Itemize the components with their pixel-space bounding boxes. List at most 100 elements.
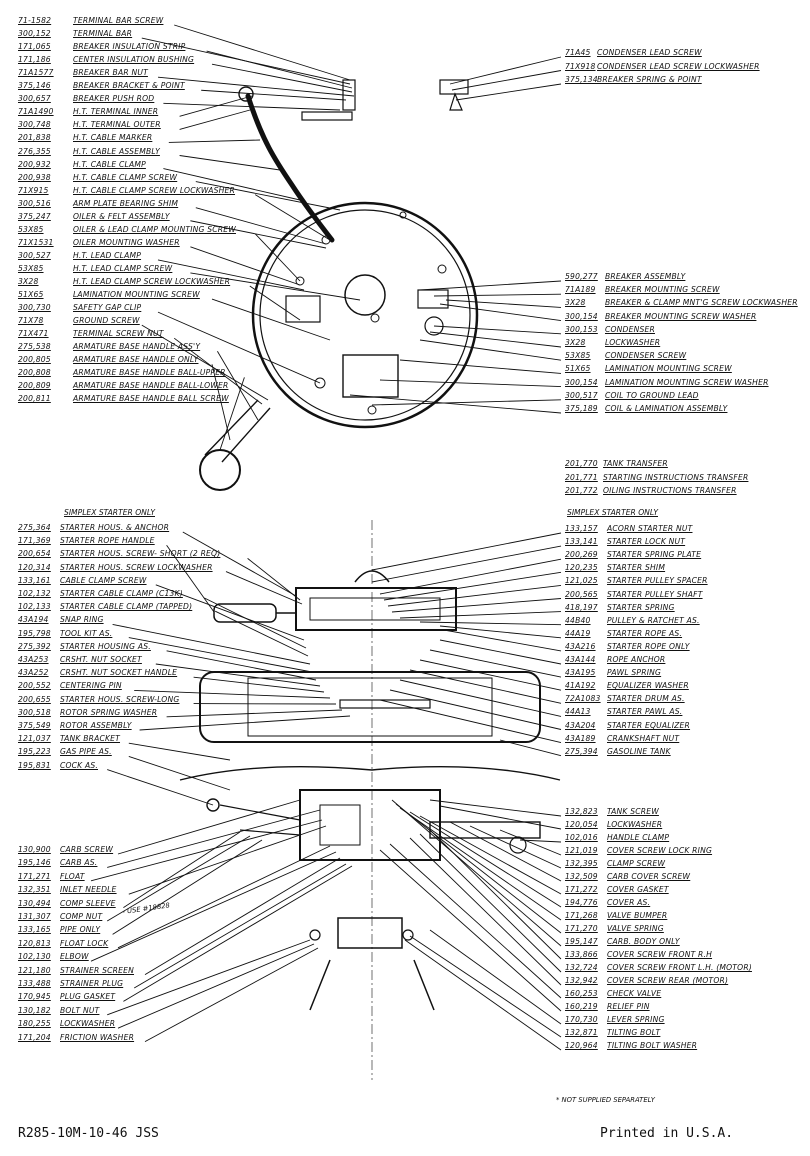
carb-left-item: 120,813Float Lock (18, 939, 108, 949)
magneto-left-item: 171,065Breaker Insulation Strip (18, 42, 185, 52)
part-number: 171,369 (18, 536, 51, 546)
leader-line (387, 584, 562, 607)
part-name: H.T. Lead Clamp Screw Lockwasher (73, 277, 231, 286)
leader-line (211, 364, 231, 441)
leader-line (173, 337, 263, 405)
leader-line (90, 819, 323, 882)
leader-line (179, 109, 251, 130)
leader-line (249, 285, 301, 321)
part-name: Lamination Mounting Screw (605, 364, 732, 374)
part-number: 275,394 (565, 746, 598, 756)
carb-left-item: 170,945Plug Gasket (18, 992, 115, 1002)
leader-line (379, 849, 562, 1012)
leader-line (433, 325, 562, 335)
part-number: 133,866 (565, 950, 598, 959)
part-name: Rotor Assembly (60, 721, 132, 730)
part-name: Valve Bumper (607, 911, 668, 920)
part-number: 200,565 (565, 589, 598, 599)
leader-line (117, 845, 331, 949)
coil-assembly (342, 354, 399, 398)
part-number: 121,025 (565, 576, 598, 586)
starter-right-item: 43A204Starter Equalizer (565, 721, 690, 731)
part-name: Armature Base Handle Ball Screw (73, 394, 229, 404)
part-name: Check Valve (607, 989, 662, 998)
part-name: Starter Shim (607, 563, 666, 573)
acorn-nut (354, 570, 390, 583)
leader-line (166, 544, 215, 613)
magneto-left-item: 300,657Breaker Push Rod (18, 94, 154, 104)
part-number: 130,900 (18, 845, 51, 854)
starter-right-item: 120,235Starter Shim (565, 563, 665, 573)
leader-line (144, 947, 319, 1042)
leader-line (134, 689, 331, 699)
starter-left-item: 195,223Gas Pipe As. (18, 747, 112, 757)
carb-right-item: 132,871Tilting Bolt (565, 1028, 660, 1038)
terminal-nut (314, 377, 326, 389)
part-name: Pawl Spring (607, 668, 662, 678)
magneto-left-item: 71X471Terminal Screw Nut (18, 329, 164, 339)
part-number: 171,271 (18, 871, 51, 881)
part-name: H.T. Lead Clamp Screw (73, 263, 173, 273)
part-name: H.T. Cable Marker (73, 133, 153, 143)
part-name: Crankshaft Nut (607, 733, 680, 743)
part-name: Breaker Bar Nut (73, 68, 148, 78)
carb-left-item: 131,307Comp Nut (18, 912, 102, 922)
carb-right-item: 160,253Check Valve (565, 989, 661, 999)
carb-right-item: 121,019Cover Screw Lock Ring (565, 846, 712, 856)
transfers-item: 201,771Starting Instructions Transfer (565, 473, 748, 483)
carb-right-item: 133,866Cover Screw Front R.H (565, 950, 712, 960)
magneto-right-item: 71A189Breaker Mounting Screw (565, 285, 720, 295)
magneto-right-item: 375,189Coil & Lamination Assembly (565, 404, 727, 414)
magneto-left-item: 275,538Armature Base Handle Ass'y (18, 342, 200, 352)
part-name: Carb. Body Only (607, 937, 680, 946)
part-number: 71X1531 (18, 237, 54, 247)
part-number: 200,938 (18, 172, 51, 182)
simplex-header-left: Simplex Starter Only (64, 508, 155, 517)
part-number: 375,146 (18, 81, 51, 91)
starter-left-item: 171,369Starter Rope Handle (18, 536, 155, 546)
leader-line (391, 598, 562, 613)
part-name: Gasoline Tank (607, 746, 671, 756)
part-name: Oiler Mounting Washer (73, 237, 180, 247)
tank-bracket (179, 765, 561, 781)
part-name: Ground Screw (73, 316, 140, 326)
leader-line (439, 625, 562, 639)
part-number: 300,657 (18, 94, 51, 104)
part-name: Starter Rope Only (607, 641, 690, 651)
leader-line (128, 637, 313, 673)
magneto-left-item: 375,247Oiler & Felt Assembly (18, 212, 170, 222)
part-name: Carb Cover Screw (607, 872, 691, 881)
part-name: Tank Transfer (603, 459, 668, 468)
part-number: 71A1577 (18, 68, 54, 78)
part-name: Lamination Mounting Screw (73, 290, 200, 300)
mounting-screw (437, 264, 447, 274)
part-number: 43A253 (18, 655, 49, 664)
ground-screw (367, 405, 377, 415)
leader-line (157, 259, 305, 291)
leader-line (439, 639, 562, 665)
part-number: 132,871 (565, 1028, 598, 1037)
part-number: 43A194 (18, 615, 49, 625)
part-number: 71X471 (18, 329, 49, 339)
magneto-left-item: 300,516Arm Plate Bearing Shim (18, 199, 178, 209)
handle-ball-lower (199, 449, 241, 491)
part-name: Starter Cable Clamp (C13K) (60, 589, 183, 598)
leader-line (391, 799, 562, 947)
breaker-assembly (417, 289, 449, 309)
lead-clamp (295, 276, 305, 286)
carb-left-item: 130,494Comp Sleeve (18, 899, 116, 909)
part-name: Starter Cable Clamp (Tapped) (60, 602, 193, 612)
part-name: Starter Hous. & Anchor (60, 523, 170, 532)
part-name: Tank Screw (607, 807, 659, 816)
leader-line (443, 629, 562, 652)
part-name: Rotor Spring Washer (60, 707, 158, 717)
gasoline-tank (199, 671, 541, 743)
carb-left-item: 180,255Lockwasher (18, 1019, 115, 1029)
leader-line (419, 280, 562, 291)
part-name: Lockwasher (607, 820, 663, 829)
leader-line (379, 699, 562, 744)
starter-pulley (309, 597, 441, 621)
gas-pipe (219, 804, 301, 821)
magneto-right-item: 300,154Breaker Mounting Screw Washer (565, 312, 756, 322)
